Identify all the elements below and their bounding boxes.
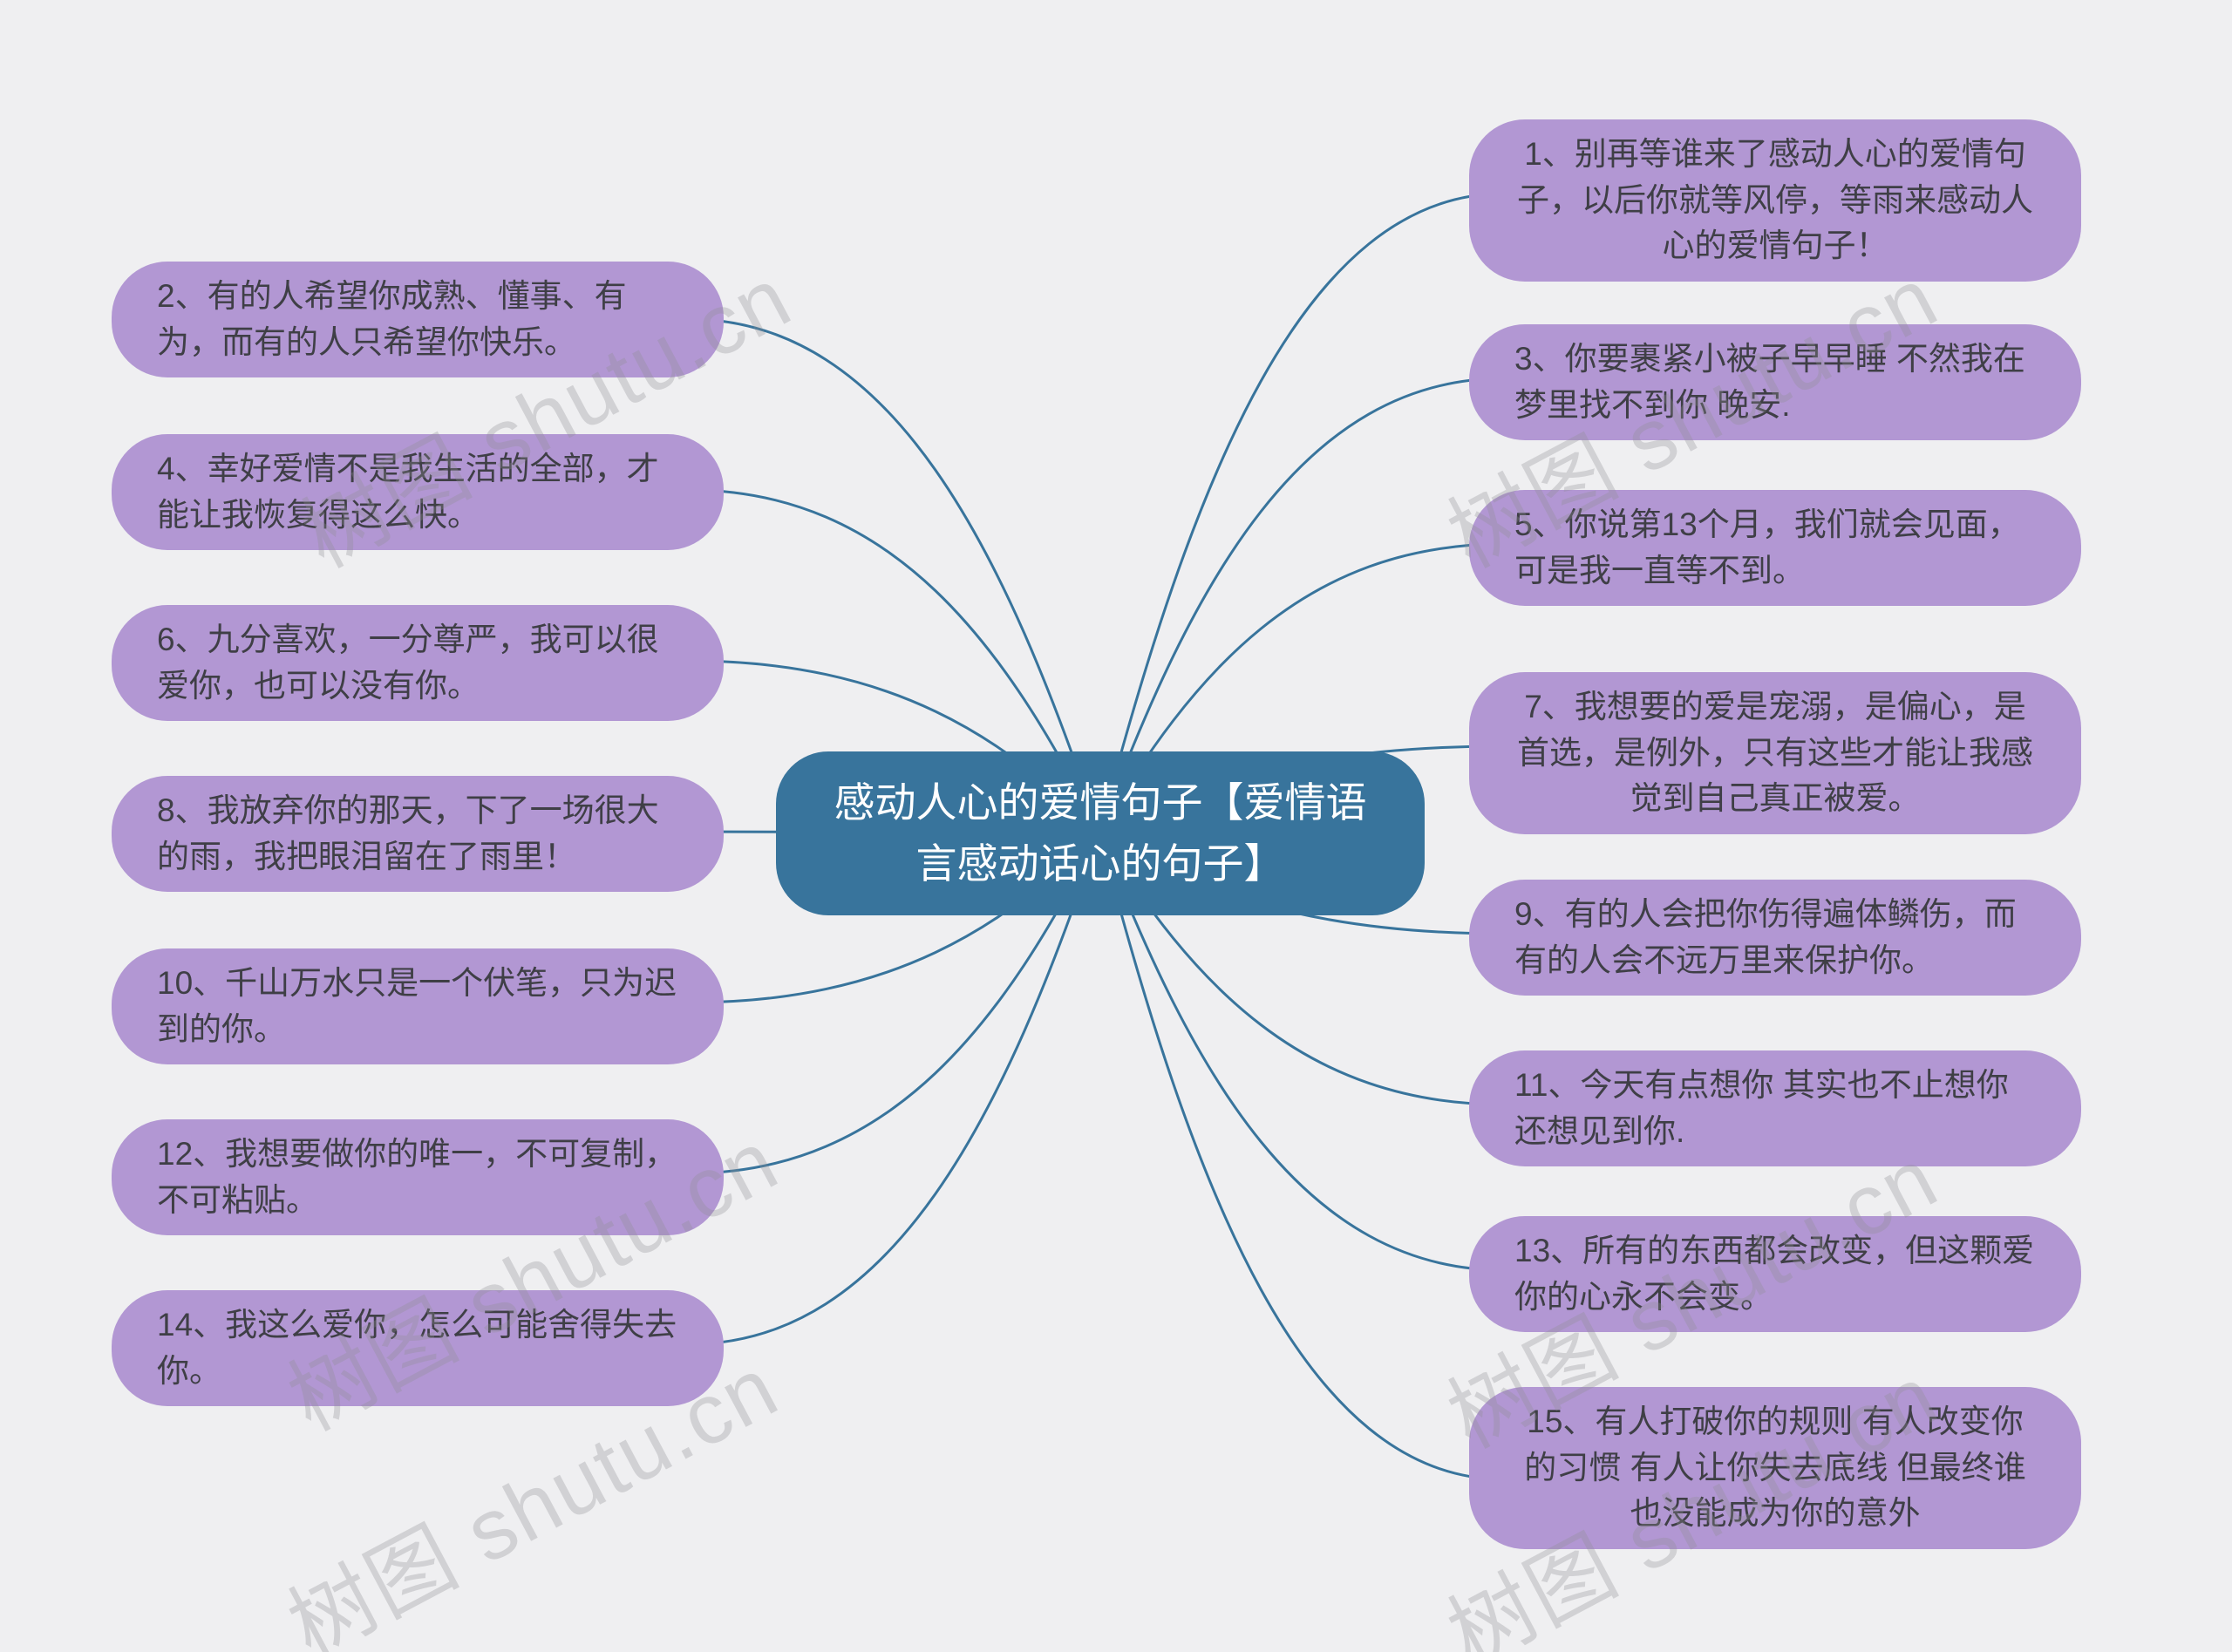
node-bubble-10[interactable]: 10、千山万水只是一个伏笔，只为迟到的你。: [112, 948, 724, 1065]
node-bubble-1[interactable]: 1、别再等谁来了感动人心的爱情句子，以后你就等风停，等雨来感动人心的爱情句子！: [1469, 119, 2081, 282]
node-bubble-8[interactable]: 8、我放弃你的那天，下了一场很大的雨，我把眼泪留在了雨里！: [112, 776, 724, 893]
node-bubble-11[interactable]: 11、今天有点想你 其实也不止想你 还想见到你.: [1469, 1050, 2081, 1167]
connector-node-13: [1098, 832, 1505, 1272]
node-bubble-13[interactable]: 13、所有的东西都会改变，但这颗爱你的心永不会变。: [1469, 1216, 2081, 1333]
connector-node-14: [688, 832, 1101, 1346]
node-bubble-5[interactable]: 5、你说第13个月，我们就会见面，可是我一直等不到。: [1469, 490, 2081, 607]
connector-node-2: [688, 317, 1101, 833]
node-bubble-15[interactable]: 15、有人打破你的规则 有人改变你的习惯 有人让你失去底线 但最终谁也没能成为你…: [1469, 1387, 2081, 1549]
node-bubble-7[interactable]: 7、我想要的爱是宠溺，是偏心，是首选，是例外，只有这些才能让我感觉到自己真正被爱…: [1469, 672, 2081, 834]
connector-node-15: [1098, 832, 1505, 1481]
node-bubble-9[interactable]: 9、有的人会把你伤得遍体鳞伤，而有的人会不远万里来保护你。: [1469, 880, 2081, 996]
node-bubble-4[interactable]: 4、幸好爱情不是我生活的全部，才能让我恢复得这么快。: [112, 434, 724, 551]
node-bubble-12[interactable]: 12、我想要做你的唯一，不可复制，不可粘贴。: [112, 1119, 724, 1236]
connector-node-3: [1098, 377, 1505, 833]
connector-node-1: [1098, 192, 1505, 833]
center-topic[interactable]: 感动人心的爱情句子【爱情语言感动话心的句子】: [776, 751, 1425, 915]
node-bubble-3[interactable]: 3、你要裹紧小被子早早睡 不然我在梦里找不到你 晚安.: [1469, 324, 2081, 441]
node-bubble-6[interactable]: 6、九分喜欢，一分尊严，我可以很爱你，也可以没有你。: [112, 605, 724, 722]
node-bubble-2[interactable]: 2、有的人希望你成熟、懂事、有为，而有的人只希望你快乐。: [112, 262, 724, 378]
node-bubble-14[interactable]: 14、我这么爱你，怎么可能舍得失去你。: [112, 1290, 724, 1407]
